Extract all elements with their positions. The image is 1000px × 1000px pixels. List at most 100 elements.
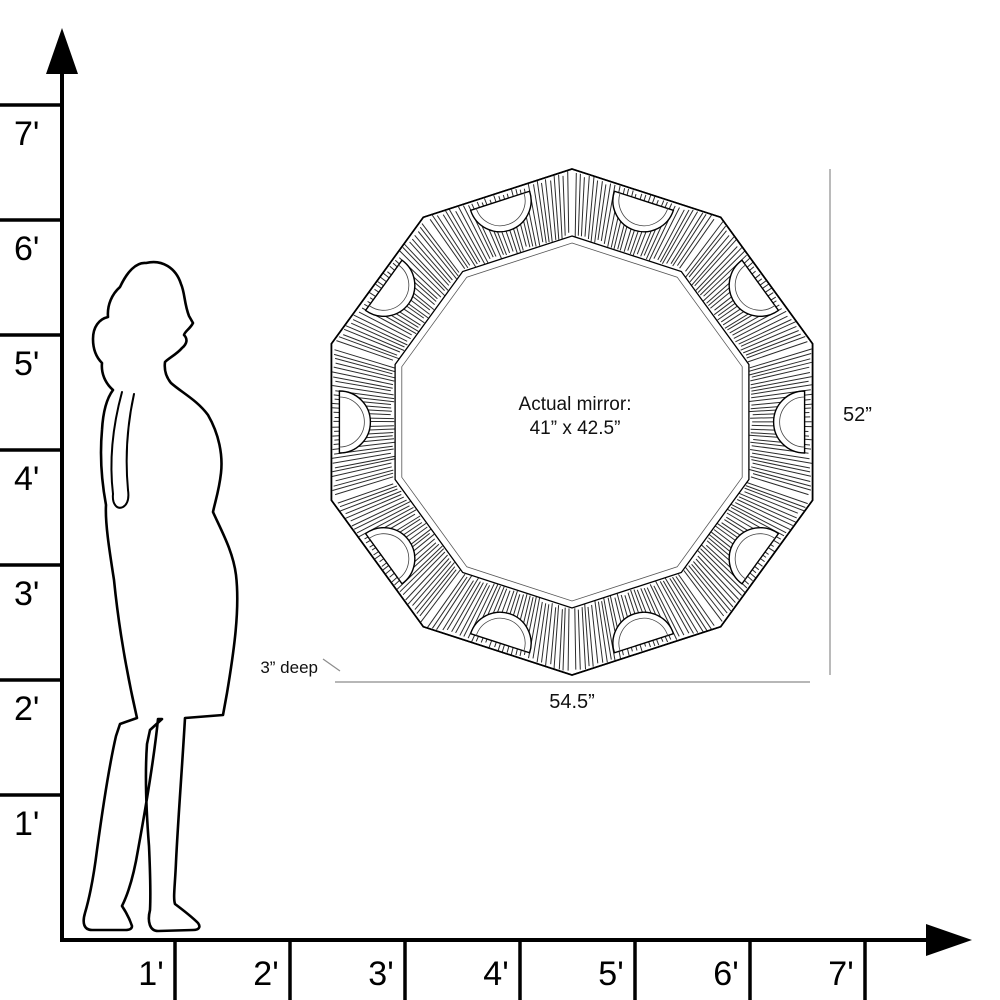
- frame-rib-line: [736, 499, 794, 527]
- frame-rib-line: [750, 476, 809, 496]
- frame-rib-line: [426, 573, 466, 628]
- frame-rib-line: [448, 208, 481, 263]
- medallion-detail-arc: [368, 264, 410, 311]
- frame-rib-line: [738, 319, 792, 345]
- mirror-drawing: [330, 168, 814, 676]
- frame-rib-line: [699, 250, 746, 296]
- frame-rib-line: [334, 476, 394, 496]
- frame-rib-line: [335, 466, 392, 482]
- frame-rib-line: [750, 376, 812, 389]
- frame-rib-line: [743, 330, 799, 354]
- frame-rib-line: [670, 212, 704, 264]
- frame-rib-line: [334, 357, 393, 375]
- frame-rib-line: [662, 580, 694, 634]
- frame-rib-line: [744, 487, 805, 512]
- frame-rib-line: [740, 321, 797, 347]
- frame-rib-line: [749, 469, 812, 487]
- frame-rib-line: [574, 172, 577, 237]
- frame-rib-line: [353, 501, 411, 530]
- frame-rib-line: [544, 179, 553, 242]
- frame-rib-line: [429, 219, 466, 269]
- frame-rib-line: [697, 550, 742, 596]
- frame-rib-line: [693, 561, 734, 608]
- frame-rib-line: [343, 328, 401, 353]
- frame-rib-line: [695, 558, 736, 603]
- frame-rib-line: [659, 581, 690, 634]
- frame-rib-line: [455, 210, 486, 264]
- frame-rib-line: [740, 325, 797, 351]
- mirror-center-label: Actual mirror: 41” x 42.5”: [519, 394, 632, 439]
- frame-rib-line: [735, 502, 791, 531]
- x-tick-label: 6': [713, 955, 738, 993]
- frame-rib-line: [351, 499, 407, 527]
- frame-rib-line: [399, 548, 445, 593]
- medallion-detail-arc: [618, 192, 669, 227]
- mirror-medallions: [338, 190, 806, 654]
- frame-rib-line: [577, 609, 581, 670]
- frame-rib-line: [567, 608, 570, 671]
- frame-rib-line: [700, 548, 746, 593]
- x-axis: 1'2'3'4'5'6'7': [60, 924, 972, 1000]
- woman-arm-line-outer: [110, 391, 123, 495]
- frame-rib-line: [352, 319, 408, 346]
- y-tick-label: 7': [14, 115, 39, 153]
- frame-rib-line: [750, 372, 811, 386]
- frame-rib-line: [749, 348, 813, 369]
- frame-rib-line: [331, 371, 394, 386]
- x-tick-label: 2': [253, 955, 278, 993]
- frame-rib-line: [679, 218, 715, 269]
- mirror-outer-edge-overlay: [330, 168, 814, 676]
- frame-rib-line: [405, 554, 448, 601]
- frame-rib-line: [463, 585, 491, 637]
- frame-rib-line: [431, 214, 469, 269]
- frame-rib-line: [442, 580, 474, 631]
- width-dimension: 54.5”: [335, 681, 810, 713]
- frame-rib-line: [409, 241, 450, 286]
- medallion-detail-arc: [368, 533, 410, 580]
- frame-rib-line: [333, 366, 395, 382]
- frame-rib-line: [419, 569, 457, 617]
- frame-rib-line: [751, 361, 812, 378]
- frame-rib-line: [358, 311, 411, 340]
- height-dimension: 52”: [829, 169, 872, 675]
- x-axis-ticks: 1'2'3'4'5'6'7': [138, 942, 867, 1000]
- frame-rib-line: [584, 175, 590, 237]
- frame-rib-line: [587, 176, 595, 240]
- frame-rib-line: [594, 181, 603, 243]
- frame-rib-line: [675, 576, 712, 630]
- frame-rib-line: [672, 576, 708, 632]
- frame-rib-line: [412, 561, 452, 606]
- frame-rib-line: [733, 310, 787, 339]
- frame-rib-line: [445, 210, 478, 265]
- frame-rib-line: [744, 491, 798, 514]
- mirror-size-label-line2: 41” x 42.5”: [530, 418, 621, 439]
- frame-rib-line: [653, 207, 680, 259]
- height-dimension-label: 52”: [843, 404, 872, 426]
- frame-rib-line: [752, 452, 813, 464]
- frame-rib-line: [419, 226, 459, 277]
- depth-annotation: 3” deep: [260, 658, 341, 677]
- frame-rib-line: [442, 214, 477, 268]
- frame-rib-line: [337, 483, 394, 504]
- frame-rib-line: [334, 455, 396, 469]
- frame-rib-line: [350, 496, 405, 522]
- x-tick-label: 4': [483, 955, 508, 993]
- frame-rib-line: [751, 466, 811, 482]
- frame-rib-line: [591, 604, 599, 664]
- frame-rib-line: [738, 496, 797, 523]
- frame-rib-line: [580, 177, 585, 237]
- frame-rib-line: [338, 336, 400, 360]
- frame-rib-line: [584, 603, 590, 667]
- frame-rib-line: [414, 234, 453, 281]
- frame-rib-line: [600, 183, 612, 242]
- frame-rib-line: [688, 230, 727, 278]
- frame-rib-line: [533, 184, 544, 243]
- woman-arm-line-inner: [125, 393, 135, 491]
- frame-rib-line: [532, 601, 543, 659]
- frame-rib-line: [403, 243, 449, 291]
- frame-rib-line: [536, 603, 547, 663]
- frame-rib-line: [594, 600, 604, 663]
- frame-rib-line: [558, 174, 563, 239]
- frame-rib-line: [411, 238, 451, 284]
- x-tick-label: 5': [598, 955, 623, 993]
